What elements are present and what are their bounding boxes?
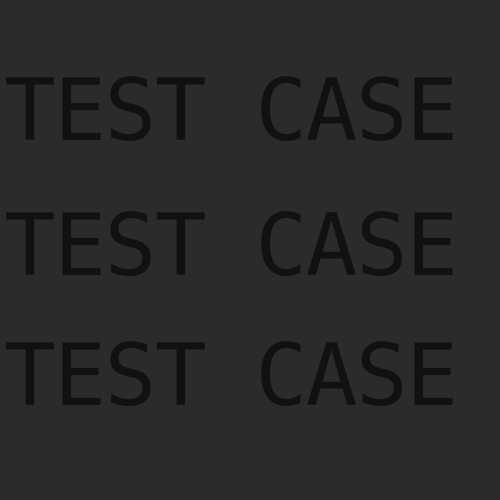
- text-line-3: TEST CASE: [4, 333, 458, 419]
- text-line-2: TEST CASE: [4, 203, 458, 289]
- text-line-1: TEST CASE: [4, 68, 458, 154]
